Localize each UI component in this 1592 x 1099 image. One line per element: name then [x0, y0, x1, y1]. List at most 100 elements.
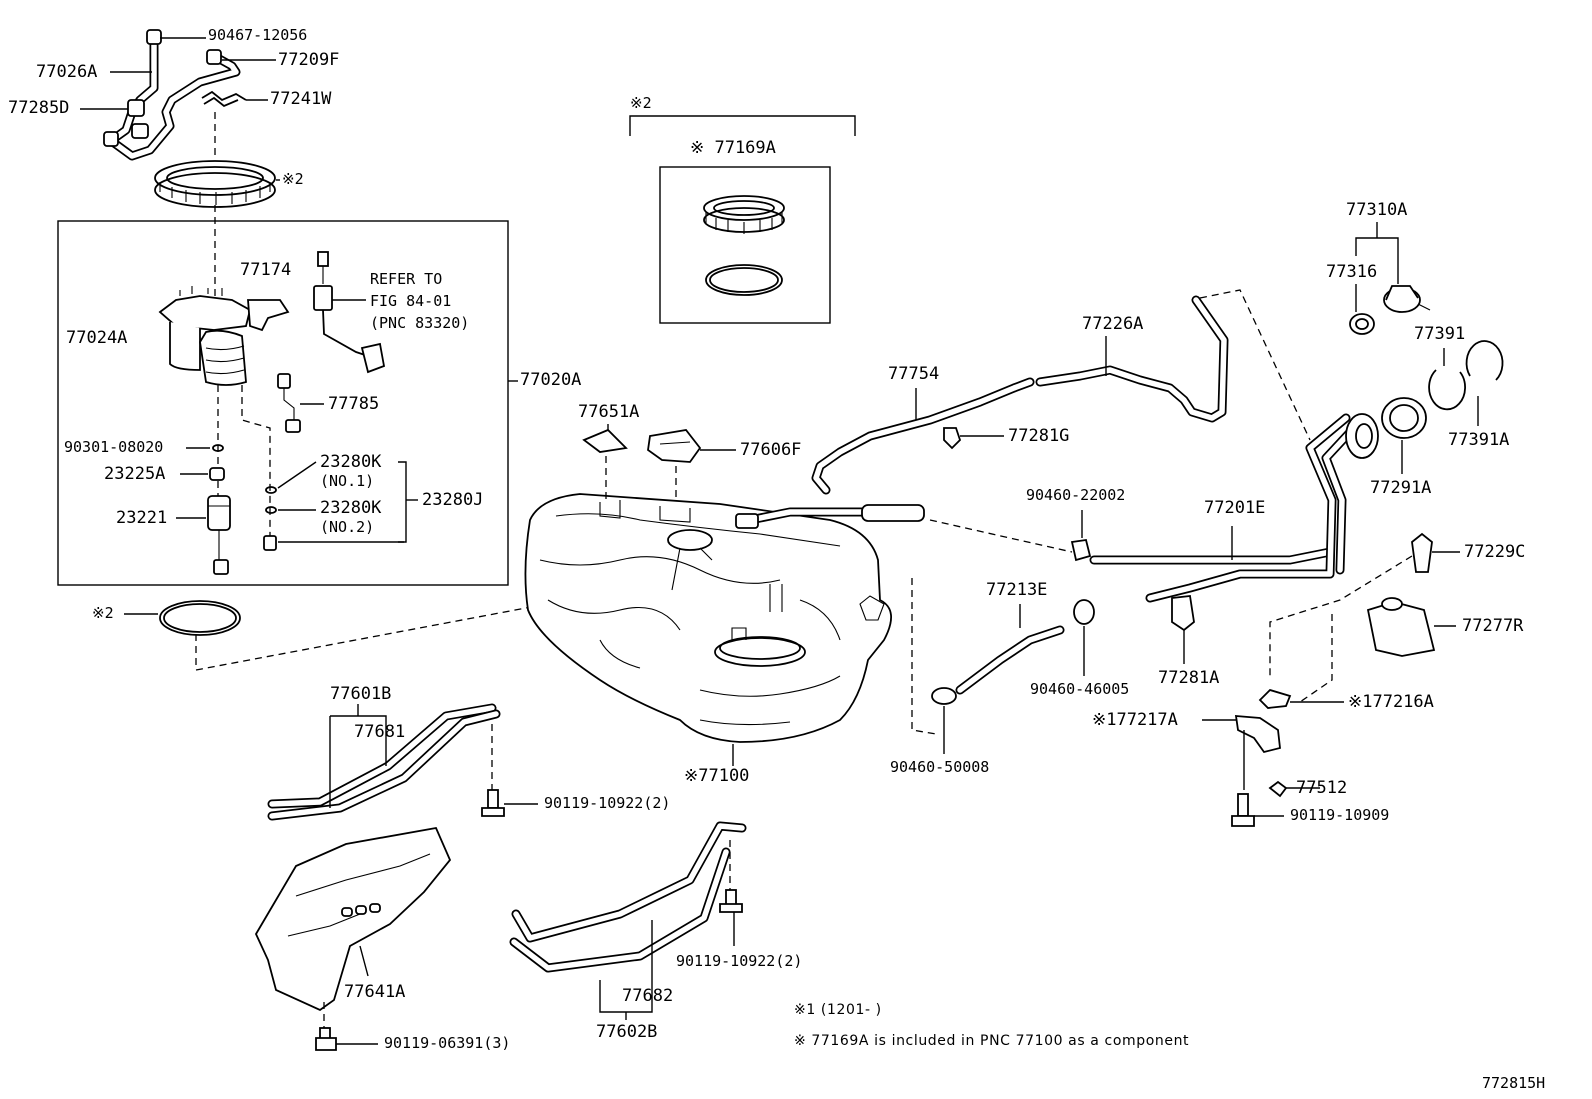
- label-77201e: 77201E: [1204, 498, 1266, 518]
- label-90301-08020: 90301-08020: [64, 438, 164, 456]
- pad-77651a: [582, 424, 628, 500]
- clamp-77241w: [201, 90, 247, 108]
- bolt-90119-10922-a: [481, 724, 538, 817]
- label-77754: 77754: [888, 364, 940, 384]
- small-parts-pump: [180, 444, 418, 551]
- label-77100: ※77100: [684, 766, 750, 786]
- label-77169a: ※ 77169A: [690, 138, 776, 158]
- label-77310a: 77310A: [1346, 200, 1408, 220]
- bracket-77174: [247, 299, 290, 332]
- filler-pipe-77201e: [929, 413, 1379, 603]
- label-77281g: 77281G: [1008, 426, 1070, 446]
- clamp-90460-22002: [1070, 510, 1092, 562]
- label-77651a: 77651A: [578, 402, 640, 422]
- bolt-90119-10922-b: [719, 840, 743, 946]
- label-77277r: 77277R: [1462, 616, 1524, 636]
- label-77682: 77682: [622, 986, 674, 1006]
- label-77213e: 77213E: [986, 580, 1048, 600]
- label-77229c: 77229C: [1464, 542, 1526, 562]
- connector-wire-refer: [313, 251, 386, 374]
- label-77216a: ※177216A: [1348, 692, 1434, 712]
- label-77512: 77512: [1296, 778, 1348, 798]
- label-90460-22002: 90460-22002: [1026, 486, 1126, 504]
- bolt-90119-06391: [315, 1002, 378, 1051]
- label-77024a: 77024A: [66, 328, 128, 348]
- label-77641a: 77641A: [344, 982, 406, 1002]
- label-77026a: 77026A: [36, 62, 98, 82]
- label-77226a: 77226A: [1082, 314, 1144, 334]
- vent-tube-77754: [811, 377, 1035, 495]
- label-23280k-1: 23280K: [320, 452, 382, 472]
- label-23280k-2: 23280K: [320, 498, 382, 518]
- label-23280j: 23280J: [422, 490, 484, 510]
- refer-line-1: REFER TO: [370, 270, 443, 288]
- label-no1: (NO.1): [320, 472, 375, 490]
- clip-77281g: [943, 427, 1004, 450]
- label-mark-bracket: ※2: [630, 94, 652, 112]
- pad-77606f: [647, 429, 736, 502]
- gasket-ring: [124, 563, 761, 671]
- cap-77316: [1349, 284, 1375, 335]
- label-77217a: ※177217A: [1092, 710, 1178, 730]
- strap-77602b: [509, 821, 747, 1020]
- ring-77391: [1428, 348, 1466, 411]
- protector-77277r: [1299, 597, 1456, 703]
- fuel-line-assembly: [103, 29, 241, 161]
- label-no2: (NO.2): [320, 518, 375, 536]
- strap-77601b: [267, 703, 501, 821]
- label-90119-06391: 90119-06391(3): [384, 1034, 511, 1052]
- label-77681: 77681: [354, 722, 406, 742]
- leaders-top-left: [80, 37, 280, 181]
- label-77020a: 77020A: [520, 370, 582, 390]
- ring-77391a: [1465, 340, 1504, 426]
- cap-77310a: [1355, 222, 1431, 313]
- label-77241w: 77241W: [270, 89, 332, 109]
- protector-77641a: [254, 826, 452, 1012]
- refer-line-3: (PNC 83320): [370, 314, 470, 332]
- clip-77281a: [1171, 595, 1195, 664]
- label-77209f: 77209F: [278, 50, 340, 70]
- label-77602b: 77602B: [596, 1022, 658, 1042]
- label-77174: 77174: [240, 260, 292, 280]
- label-77316: 77316: [1326, 262, 1378, 282]
- service-kit-bracket: [629, 115, 856, 324]
- sensor-77785: [277, 373, 324, 433]
- label-90460-50008: 90460-50008: [890, 758, 990, 776]
- label-77785: 77785: [328, 394, 380, 414]
- label-77391: 77391: [1414, 324, 1466, 344]
- hose-77213e: [955, 604, 1065, 695]
- label-77285d: 77285D: [8, 98, 70, 118]
- label-90460-46005: 90460-46005: [1030, 680, 1130, 698]
- pump-dash-lines: [214, 112, 271, 540]
- label-77281a: 77281A: [1158, 668, 1220, 688]
- label-23221: 23221: [116, 508, 168, 528]
- footnote-2: ※ 77169A is included in PNC 77100 as a c…: [794, 1033, 1190, 1049]
- label-90467-12056: 90467-12056: [208, 26, 308, 44]
- footnote-1: ※1 (1201- ): [794, 1002, 882, 1018]
- pump-23221: [176, 495, 231, 575]
- figure-code: 772815H: [1482, 1074, 1546, 1092]
- retainer-ring-top: [154, 160, 276, 208]
- seal-77291a: [1381, 397, 1427, 474]
- clamp-90460-46005: [1073, 599, 1095, 676]
- label-mark-top-ring: ※2: [282, 170, 304, 188]
- fuel-pump-module-77024a: [158, 286, 252, 386]
- refer-line-2: FIG 84-01: [370, 292, 452, 310]
- label-90119-10909: 90119-10909: [1290, 806, 1390, 824]
- tank-top-pipe: [735, 504, 925, 529]
- label-77601b: 77601B: [330, 684, 392, 704]
- clip-77229c: [1269, 532, 1460, 680]
- fuel-tank-77100: [524, 493, 892, 743]
- fuel-pump-box: [57, 220, 509, 586]
- bolt-90119-10909: [1231, 793, 1284, 827]
- bracket-77216a-77217a: [1202, 688, 1344, 798]
- label-77606f: 77606F: [740, 440, 802, 460]
- label-77291a: 77291A: [1370, 478, 1432, 498]
- label-90119-10922-a: 90119-10922(2): [544, 794, 671, 812]
- label-mark-gasket: ※2: [92, 604, 114, 622]
- label-77391a: 77391A: [1448, 430, 1510, 450]
- label-90119-10922-b: 90119-10922(2): [676, 952, 803, 970]
- label-23225a: 23225A: [104, 464, 166, 484]
